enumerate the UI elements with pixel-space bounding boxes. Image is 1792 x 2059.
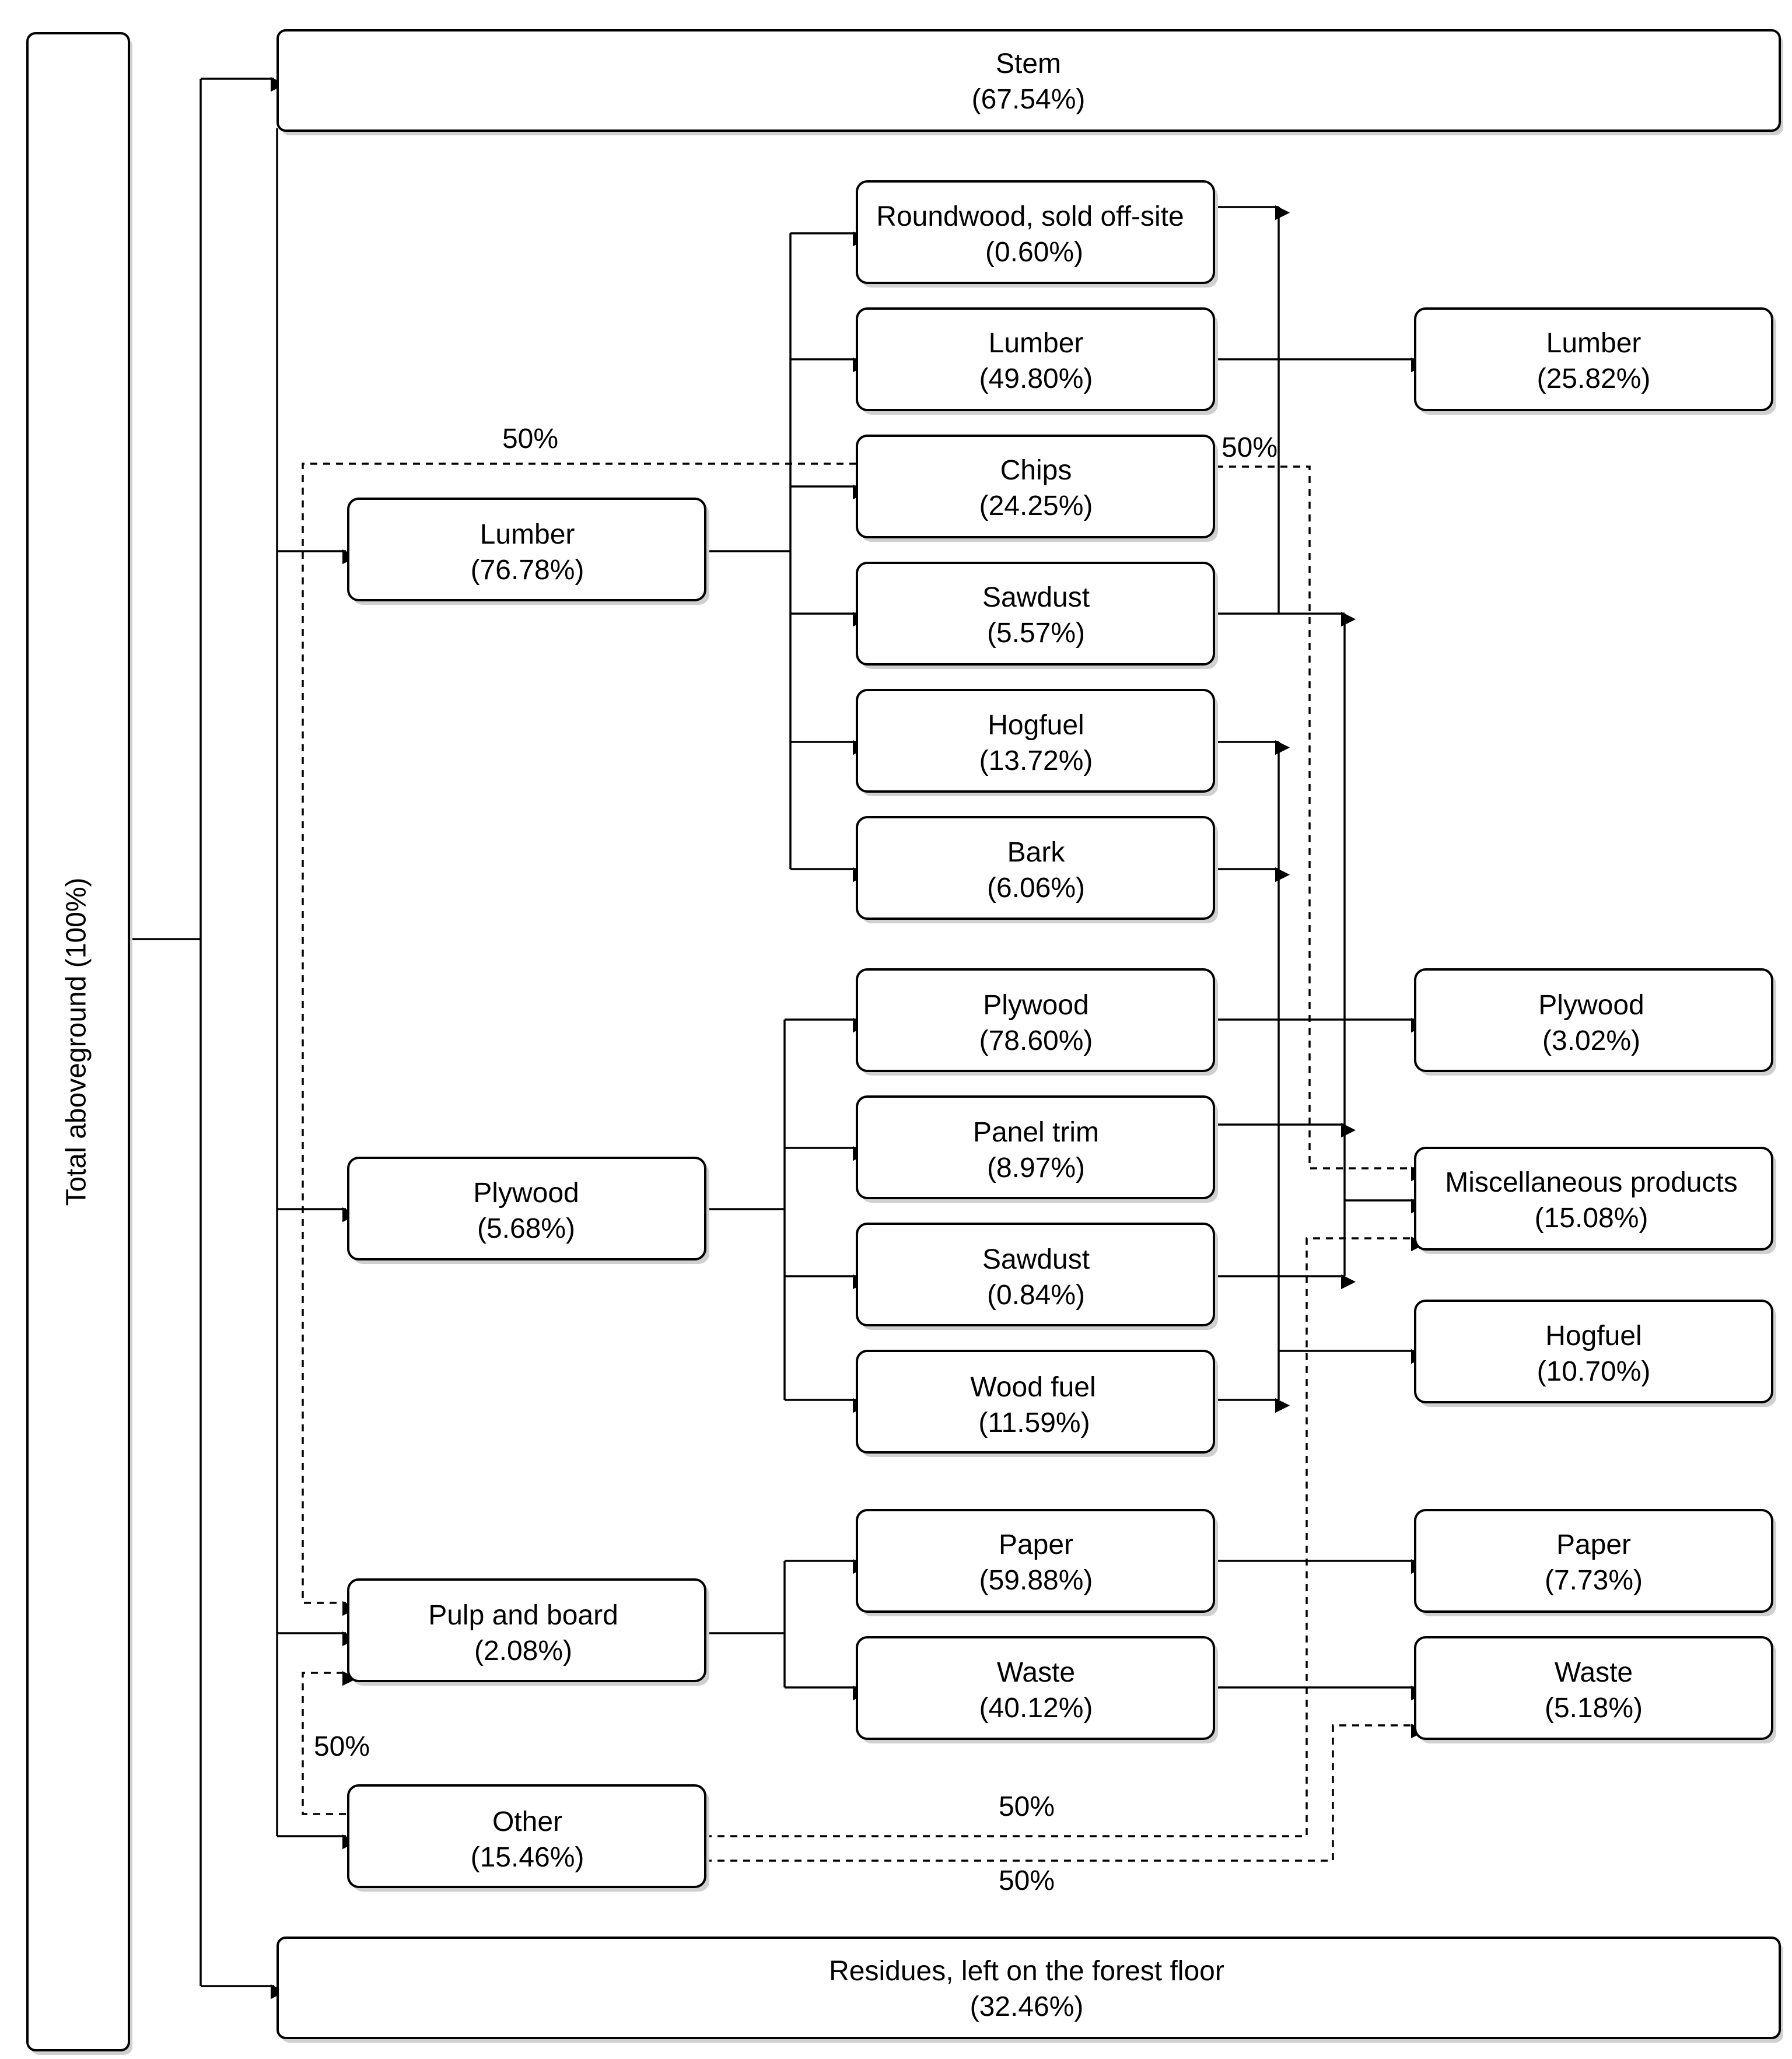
node-residues: Residues, left on the forest floor (32.4… xyxy=(276,1937,1783,2043)
node-final-paper: Paper (7.73%) xyxy=(1414,1509,1776,1616)
node-total-aboveground: Total aboveground (100%) xyxy=(26,32,132,2055)
edge-label-other-to-misc: 50% xyxy=(999,1791,1055,1822)
node-final-paper-value: (7.73%) xyxy=(1545,1565,1643,1596)
node-roundwood-name: Roundwood, sold off-site xyxy=(876,201,1184,232)
node-hogfuel-lumber-value: (13.72%) xyxy=(979,745,1093,776)
node-paper-out-name: Paper xyxy=(999,1529,1073,1560)
node-roundwood-value: (0.60%) xyxy=(985,237,1083,268)
node-waste-out: Waste (40.12%) xyxy=(856,1636,1218,1743)
nodes: Total aboveground (100%) Stem (67.54%) R… xyxy=(26,29,1783,2055)
node-stem-value: (67.54%) xyxy=(972,84,1086,115)
node-lumber-out: Lumber (49.80%) xyxy=(856,307,1218,415)
node-final-lumber-name: Lumber xyxy=(1546,328,1642,359)
edge-label-other-to-pulp: 50% xyxy=(314,1731,370,1762)
node-wood-fuel-name: Wood fuel xyxy=(970,1372,1096,1403)
node-total-aboveground-label: Total aboveground (100%) xyxy=(61,877,92,1206)
node-pulp-and-board-name: Pulp and board xyxy=(428,1600,618,1631)
node-final-hogfuel-name: Hogfuel xyxy=(1545,1321,1642,1351)
node-final-miscellaneous-name: Miscellaneous products xyxy=(1445,1167,1738,1198)
node-sawdust-lumber: Sawdust (5.57%) xyxy=(856,562,1218,669)
node-final-miscellaneous-value: (15.08%) xyxy=(1535,1203,1648,1234)
node-final-waste-name: Waste xyxy=(1555,1657,1633,1688)
edge-chips-to-pulp-dashed xyxy=(302,463,856,1616)
node-pulp-and-board: Pulp and board (2.08%) xyxy=(347,1578,709,1686)
edge-labels: 50% 50% 50% 50% 50% xyxy=(314,423,1278,1896)
node-bark-value: (6.06%) xyxy=(987,873,1085,904)
node-hogfuel-lumber: Hogfuel (13.72%) xyxy=(856,689,1218,796)
node-pulp-and-board-value: (2.08%) xyxy=(474,1636,572,1666)
node-sawdust-lumber-name: Sawdust xyxy=(982,582,1090,613)
edge-other-to-pulp-dashed xyxy=(302,1671,358,1815)
node-sawdust-plywood: Sawdust (0.84%) xyxy=(856,1223,1218,1330)
node-lumber-out-name: Lumber xyxy=(989,328,1084,359)
node-chips: Chips (24.25%) xyxy=(856,435,1218,542)
edge-other-to-waste-dashed xyxy=(705,1724,1426,1862)
node-stem: Stem (67.54%) xyxy=(276,29,1783,135)
edge-label-other-to-waste: 50% xyxy=(999,1865,1055,1896)
node-plywood-out: Plywood (78.60%) xyxy=(856,968,1218,1076)
node-waste-out-name: Waste xyxy=(997,1657,1075,1688)
edge-other-to-misc-dashed xyxy=(705,1237,1426,1837)
node-other: Other (15.46%) xyxy=(347,1784,709,1892)
node-final-plywood-value: (3.02%) xyxy=(1542,1025,1640,1056)
node-other-value: (15.46%) xyxy=(471,1842,584,1873)
node-lumber-out-value: (49.80%) xyxy=(979,363,1093,394)
node-lumber-mill: Lumber (76.78%) xyxy=(347,498,709,605)
node-plywood-out-value: (78.60%) xyxy=(979,1025,1093,1056)
node-plywood-out-name: Plywood xyxy=(983,990,1088,1021)
node-final-lumber: Lumber (25.82%) xyxy=(1414,307,1776,415)
node-sawdust-plywood-value: (0.84%) xyxy=(987,1280,1085,1311)
node-bark: Bark (6.06%) xyxy=(856,816,1218,923)
node-plywood-mill: Plywood (5.68%) xyxy=(347,1157,709,1264)
node-plywood-mill-value: (5.68%) xyxy=(477,1213,575,1244)
node-bark-name: Bark xyxy=(1007,837,1066,868)
node-final-plywood-name: Plywood xyxy=(1538,990,1644,1021)
node-wood-fuel-value: (11.59%) xyxy=(978,1407,1090,1438)
edge-label-chips-to-pulp: 50% xyxy=(502,423,558,454)
node-lumber-mill-value: (76.78%) xyxy=(471,555,584,586)
node-sawdust-lumber-value: (5.57%) xyxy=(987,618,1085,649)
node-final-lumber-value: (25.82%) xyxy=(1537,363,1651,394)
node-panel-trim: Panel trim (8.97%) xyxy=(856,1095,1218,1203)
node-paper-out: Paper (59.88%) xyxy=(856,1509,1218,1616)
node-chips-name: Chips xyxy=(1000,455,1072,486)
node-hogfuel-lumber-name: Hogfuel xyxy=(988,710,1084,741)
node-panel-trim-name: Panel trim xyxy=(973,1117,1099,1148)
node-stem-name: Stem xyxy=(996,48,1061,79)
node-paper-out-value: (59.88%) xyxy=(979,1565,1093,1596)
node-wood-fuel: Wood fuel (11.59%) xyxy=(856,1350,1218,1457)
node-final-plywood: Plywood (3.02%) xyxy=(1414,968,1776,1076)
node-lumber-mill-name: Lumber xyxy=(480,519,575,550)
edge-chips-to-misc-dashed xyxy=(1216,465,1426,1182)
node-final-waste: Waste (5.18%) xyxy=(1414,1636,1776,1743)
node-residues-name: Residues, left on the forest floor xyxy=(829,1956,1224,1987)
node-roundwood: Roundwood, sold off-site (0.60%) xyxy=(856,180,1218,288)
node-residues-value: (32.46%) xyxy=(970,1991,1084,2022)
edge-label-chips-to-misc: 50% xyxy=(1222,432,1278,463)
edges xyxy=(130,77,1426,2000)
node-other-name: Other xyxy=(492,1806,562,1837)
node-final-waste-value: (5.18%) xyxy=(1545,1693,1643,1724)
node-final-paper-name: Paper xyxy=(1556,1529,1631,1560)
node-plywood-mill-name: Plywood xyxy=(473,1178,579,1209)
node-final-miscellaneous: Miscellaneous products (15.08%) xyxy=(1414,1147,1776,1254)
node-panel-trim-value: (8.97%) xyxy=(987,1153,1085,1183)
node-chips-value: (24.25%) xyxy=(979,491,1093,521)
node-waste-out-value: (40.12%) xyxy=(979,1693,1093,1724)
node-sawdust-plywood-name: Sawdust xyxy=(982,1244,1090,1275)
node-final-hogfuel-value: (10.70%) xyxy=(1537,1356,1651,1387)
node-final-hogfuel: Hogfuel (10.70%) xyxy=(1414,1300,1776,1407)
